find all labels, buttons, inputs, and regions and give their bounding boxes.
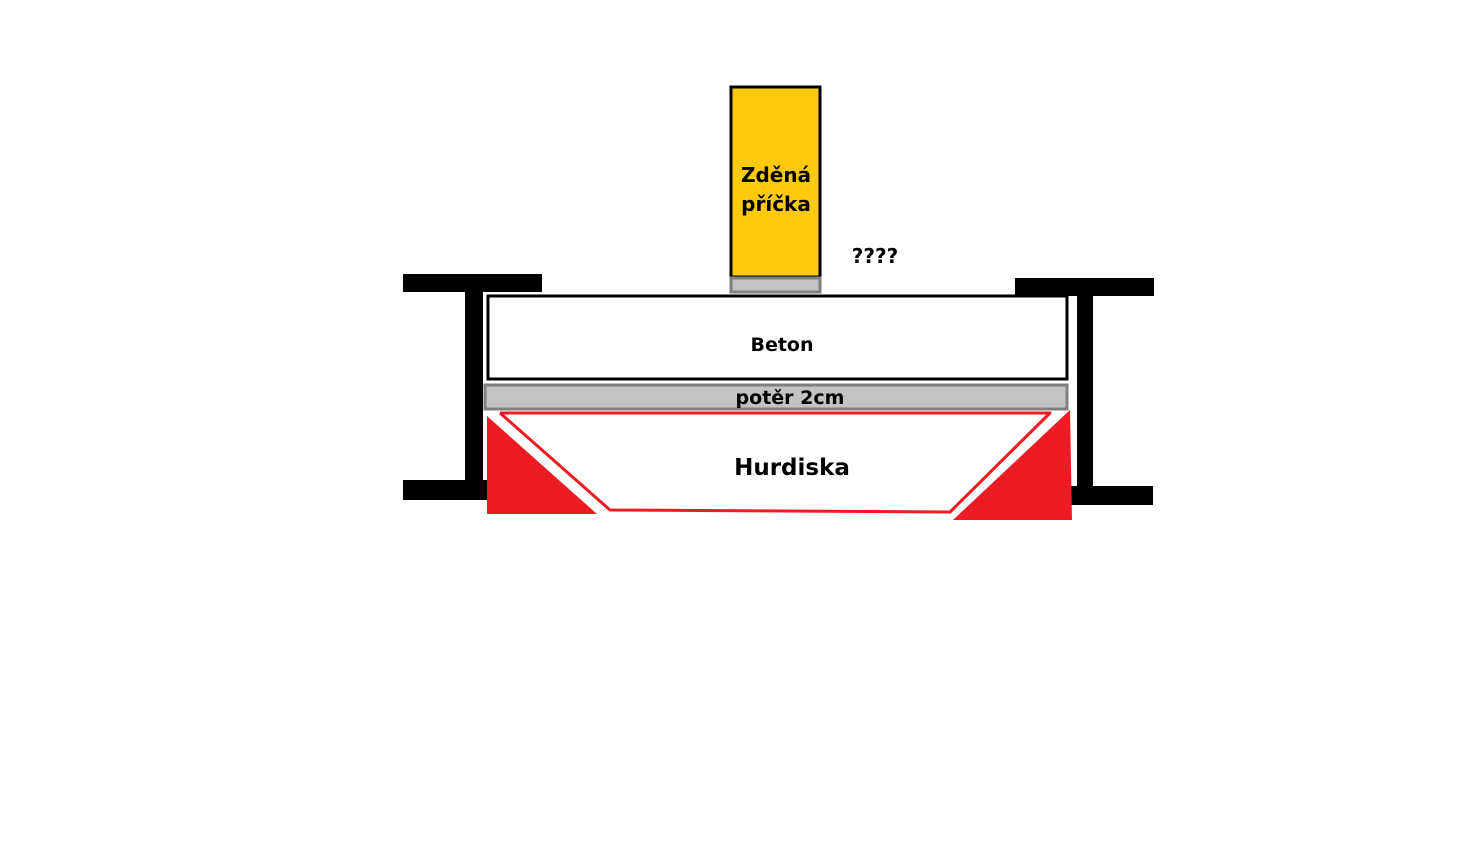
hurdiska-label: Hurdiska	[734, 455, 850, 481]
question-label: ????	[852, 244, 898, 268]
concrete-slab	[486, 294, 1069, 381]
screed-label: potěr 2cm	[736, 387, 845, 409]
left-beam-web	[465, 290, 483, 483]
right-beam-web	[1077, 294, 1093, 488]
hurdiska-outline	[499, 411, 1052, 514]
wall-label-line2: příčka	[741, 192, 811, 216]
concrete-label: Beton	[750, 334, 813, 356]
hurdiska-left-wedge	[487, 416, 597, 514]
hurdiska-block	[487, 410, 1072, 520]
partition-wall-base-layer	[729, 276, 822, 294]
wall-label-line1: Zděná	[741, 163, 811, 187]
screed-layer	[483, 383, 1069, 411]
right-beam-top-flange	[1015, 278, 1154, 296]
partition-wall	[729, 85, 822, 294]
left-beam-top-flange	[403, 274, 542, 292]
hurdiska-right-wedge	[953, 410, 1072, 520]
partition-wall-body	[729, 85, 822, 279]
